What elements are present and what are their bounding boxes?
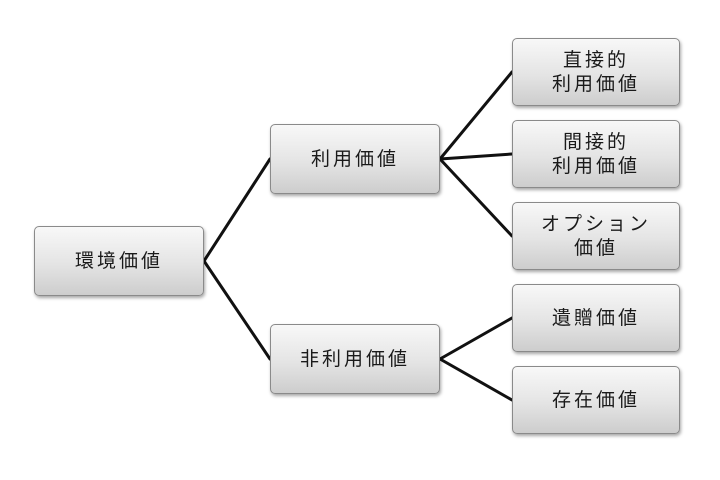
- node-label: 利用価値: [310, 148, 399, 170]
- node-label: 非利用価値: [299, 348, 410, 370]
- node-label: 環境価値: [74, 250, 163, 272]
- edge-root-non: [202, 259, 272, 361]
- node-direct-use-value: 直接的 利用価値: [512, 38, 680, 106]
- edge-use-direct: [438, 70, 514, 161]
- node-environmental-value: 環境価値: [34, 226, 204, 296]
- node-option-value: オプション 価値: [512, 202, 680, 270]
- node-label: 遺贈価値: [551, 307, 640, 329]
- edge-non-bequest: [438, 316, 514, 361]
- node-use-value: 利用価値: [270, 124, 440, 194]
- node-non-use-value: 非利用価値: [270, 324, 440, 394]
- node-indirect-use-value: 間接的 利用価値: [512, 120, 680, 188]
- edge-root-use: [202, 157, 272, 263]
- edge-non-existence: [438, 357, 514, 402]
- node-label: オプション 価値: [540, 213, 651, 259]
- edge-use-option: [438, 157, 514, 238]
- node-bequest-value: 遺贈価値: [512, 284, 680, 352]
- node-label: 間接的 利用価値: [551, 131, 640, 177]
- node-label: 直接的 利用価値: [551, 49, 640, 95]
- node-existence-value: 存在価値: [512, 366, 680, 434]
- edge-use-indirect: [438, 152, 514, 161]
- node-label: 存在価値: [551, 389, 640, 411]
